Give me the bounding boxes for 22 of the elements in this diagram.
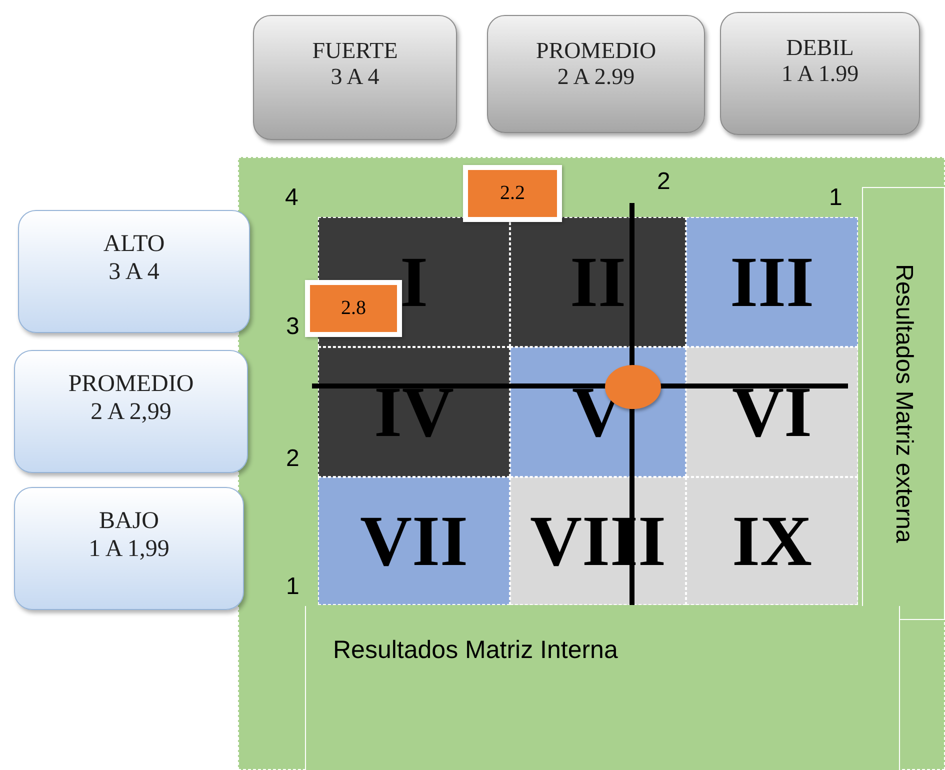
level-row-label: ALTO 3 A 4: [18, 210, 250, 333]
axis-title-panel: Resultados Matriz externa: [862, 187, 945, 620]
level-row-label: PROMEDIO 2 A 2,99: [14, 350, 248, 473]
quadrant-cell: III: [686, 217, 858, 347]
score-badge: 2.2: [463, 165, 562, 222]
level-row-label: BAJO 1 A 1,99: [14, 487, 244, 610]
level-header-button: PROMEDIO 2 A 2.99: [487, 15, 705, 133]
scale-number: 2: [657, 170, 670, 194]
scale-number: 4: [285, 186, 298, 210]
scale-number: 3: [286, 315, 300, 339]
level-header-button: DEBIL 1 A 1.99: [720, 12, 920, 135]
scale-number: 1: [829, 186, 842, 210]
scale-number: 2: [286, 447, 300, 471]
quadrant-cell: VI: [686, 347, 858, 477]
quadrant-cell: IX: [686, 477, 858, 605]
quadrant-cell: IV: [318, 347, 510, 477]
quadrant-cell: VII: [318, 477, 510, 605]
score-badge: 2.8: [305, 280, 402, 337]
scale-number: 1: [286, 575, 300, 599]
level-header-button: FUERTE 3 A 4: [253, 15, 457, 140]
axis-title-panel: Resultados Matriz Interna: [305, 606, 900, 770]
quadrant-cell: II: [510, 217, 686, 347]
